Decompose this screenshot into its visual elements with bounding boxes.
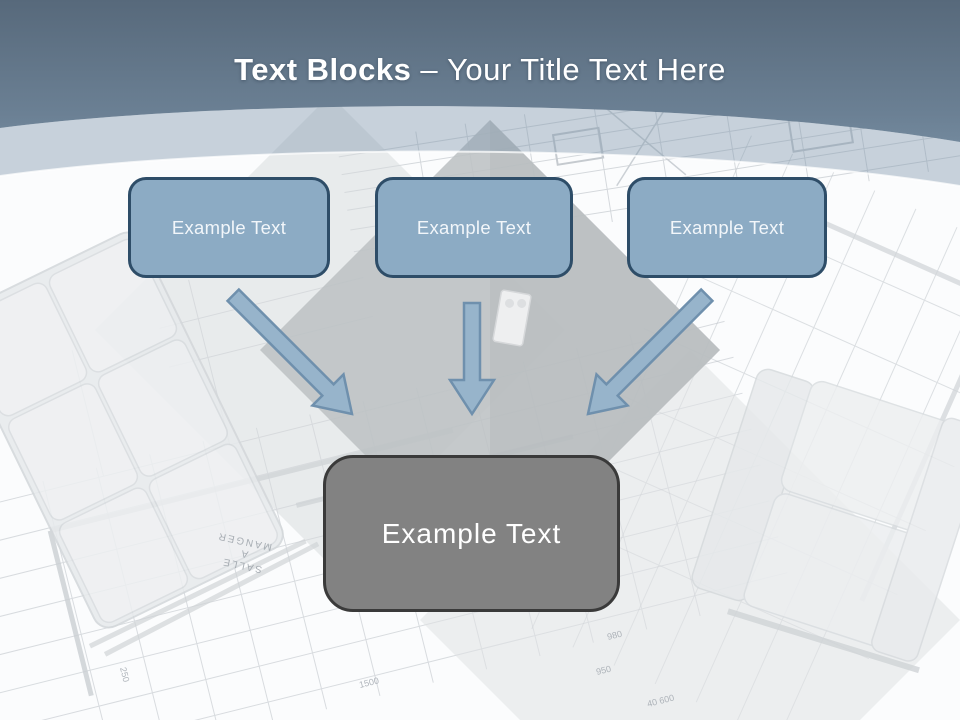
arrow-down-icon[interactable] [447,301,497,417]
text-block-1[interactable]: Example Text [128,177,330,278]
slide-title: Text Blocks–Your Title Text Here [0,52,960,88]
title-dash: – [420,52,439,87]
title-regular-text: Your Title Text Here [447,52,726,87]
dimension-label: 980 [606,629,623,642]
dimension-label: 250 [118,666,131,683]
text-block-3[interactable]: Example Text [627,177,827,278]
text-block-2-label: Example Text [416,216,532,238]
white-block [492,289,532,347]
dimension-label: 1500 [358,675,380,690]
title-bold-text: Text Blocks [234,52,412,87]
text-block-2[interactable]: Example Text [375,177,573,278]
center-text-block-label: Example Text [381,517,562,549]
sofa-right [691,368,960,674]
arrow-right-icon[interactable] [572,280,722,430]
arrow-left-icon[interactable] [218,280,368,430]
header-band-edge [0,150,960,187]
dimension-label: 950 [595,664,612,677]
text-block-3-label: Example Text [669,216,785,238]
header-band-solid [0,0,960,142]
header-band [0,0,960,187]
text-block-1-label: Example Text [171,216,287,238]
center-text-block[interactable]: Example Text [323,455,620,612]
header-band-tint [0,106,960,186]
